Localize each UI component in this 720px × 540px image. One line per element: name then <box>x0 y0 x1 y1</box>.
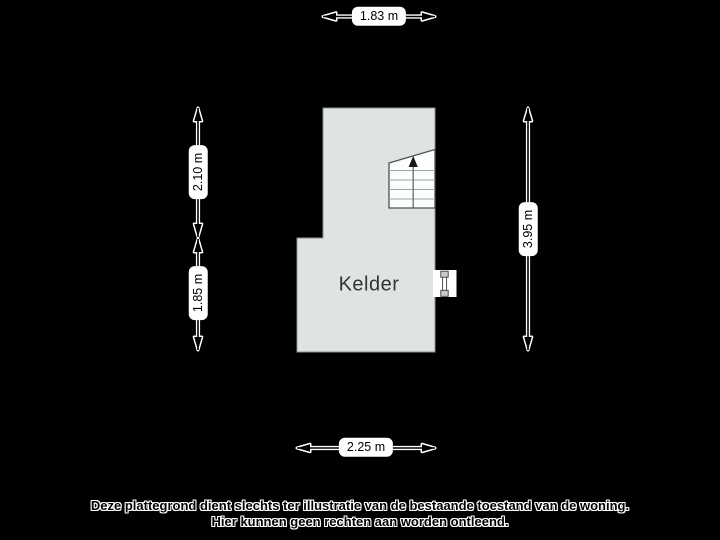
dimension-label-right: 3.95 m <box>518 201 538 257</box>
staircase-outline <box>388 148 436 209</box>
dimension-arrow-top <box>321 11 437 22</box>
disclaimer-line-1: Deze plattegrond dient slechts ter illus… <box>90 498 630 513</box>
dimension-label-left-lower: 1.85 m <box>188 265 208 321</box>
dimension-label-top: 1.83 m <box>351 6 407 26</box>
staircase <box>388 148 436 209</box>
window-icon <box>433 270 457 297</box>
room-name-label: Kelder <box>338 273 400 296</box>
dimension-label-bottom: 2.25 m <box>338 437 394 457</box>
dimension-label-left-upper: 2.10 m <box>188 144 208 200</box>
disclaimer-line-2: Hier kunnen geen rechten aan worden ontl… <box>211 514 509 529</box>
up-arrow-icon <box>408 156 418 167</box>
